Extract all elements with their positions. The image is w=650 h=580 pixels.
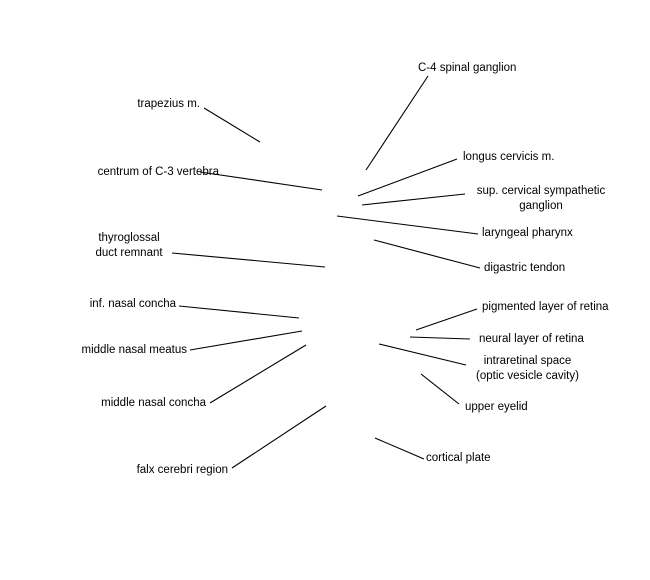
label-cortical-plate: cortical plate	[426, 452, 491, 464]
label-falx-cerebri-region: falx cerebri region	[136, 464, 228, 476]
leader-middle-nasal-meatus	[189, 330, 303, 351]
leader-intraretinal-space	[378, 343, 467, 366]
label-sup-cervical-sympathetic: sup. cervical sympathetic ganglion	[476, 185, 606, 212]
label-centrum-c3: centrum of C-3 vertebra	[97, 166, 219, 178]
leader-thyroglossal	[171, 252, 326, 268]
leader-trapezius	[203, 107, 261, 143]
label-inf-nasal-concha: inf. nasal concha	[89, 298, 176, 310]
label-trapezius: trapezius m.	[137, 98, 200, 110]
leader-centrum-c3	[199, 171, 323, 191]
label-c4-spinal-ganglion: C-4 spinal ganglion	[418, 62, 517, 74]
leader-c4-spinal-ganglion	[365, 75, 429, 171]
label-middle-nasal-meatus: middle nasal meatus	[81, 344, 187, 356]
leader-cortical-plate	[374, 437, 425, 460]
label-middle-nasal-concha: middle nasal concha	[101, 397, 206, 409]
label-thyroglossal-duct-remnant: thyroglossal duct remnant	[95, 232, 163, 259]
leader-falx-cerebri	[231, 405, 327, 469]
leader-sup-cervical-sympathetic	[361, 193, 466, 206]
label-upper-eyelid: upper eyelid	[465, 401, 528, 413]
label-laryngeal-pharynx: laryngeal pharynx	[482, 227, 573, 239]
leader-middle-nasal-concha	[209, 344, 307, 404]
leader-longus-cervicis	[357, 158, 458, 197]
label-neural-layer-of-retina: neural layer of retina	[479, 333, 584, 345]
leader-neural-layer	[409, 336, 471, 340]
label-digastric-tendon: digastric tendon	[484, 262, 566, 274]
leader-laryngeal-pharynx	[336, 215, 479, 235]
label-intraretinal-space: intraretinal space (optic vesicle cavity…	[476, 355, 579, 382]
label-longus-cervicis: longus cervicis m.	[463, 151, 555, 163]
leader-digastric-tendon	[373, 239, 481, 269]
leader-upper-eyelid	[420, 373, 460, 405]
leader-inf-nasal-concha	[178, 305, 300, 319]
label-pigmented-layer-of-retina: pigmented layer of retina	[482, 301, 609, 313]
leader-pigmented-layer	[415, 308, 478, 331]
